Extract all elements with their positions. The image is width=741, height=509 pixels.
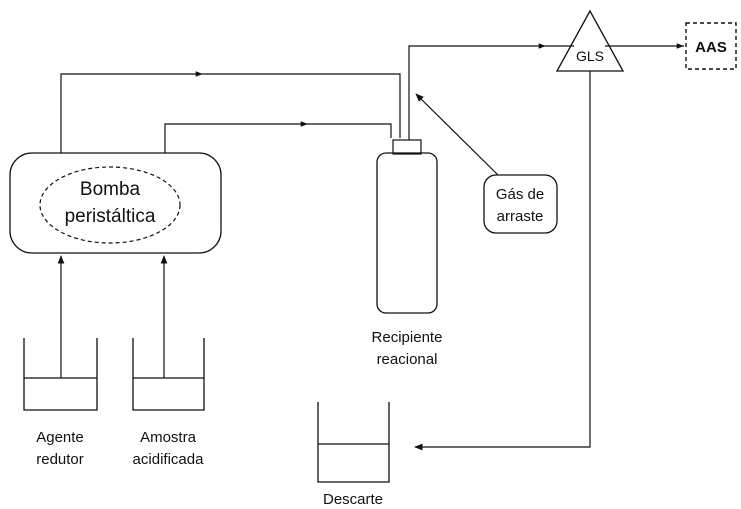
agent-label-line1: Agente	[36, 429, 84, 446]
carrier-label-line2: arraste	[497, 208, 544, 225]
reducing-agent-beaker: Agente redutor	[23, 255, 98, 468]
sample-label-line2: acidificada	[133, 451, 205, 468]
sample-label-line1: Amostra	[140, 429, 197, 446]
peristaltic-pump: Bomba peristáltica	[9, 152, 222, 254]
aas-label: AAS	[695, 39, 727, 56]
carrier-gas-box	[483, 174, 558, 234]
aas-detector: AAS	[685, 22, 737, 70]
gls-to-waste-line	[414, 71, 591, 451]
flow-arrow-gas-to-line	[415, 93, 499, 176]
outlet-line-agent	[60, 73, 401, 153]
agent-label-line2: redutor	[36, 451, 84, 468]
pump-label-line1: Bomba	[80, 179, 141, 200]
vessel-to-gls-line	[408, 43, 574, 140]
gls-label: GLS	[576, 48, 604, 64]
carrier-gas: Gás de arraste	[415, 93, 558, 234]
pump-label-line2: peristáltica	[65, 206, 156, 227]
gls-separator: GLS	[555, 9, 625, 72]
reaction-vessel: Recipiente reacional	[372, 139, 443, 368]
aas-box	[685, 22, 737, 70]
outlet-line-sample	[164, 123, 392, 153]
vessel-label-line1: Recipiente	[372, 329, 443, 346]
vessel-body	[376, 152, 438, 314]
acidified-sample-beaker: Amostra acidificada	[132, 255, 205, 468]
waste-beaker: Descarte	[317, 402, 390, 508]
carrier-label-line1: Gás de	[496, 186, 544, 203]
waste-label: Descarte	[323, 491, 383, 508]
pump-outlet-lines	[60, 71, 401, 153]
vessel-label-line2: reacional	[377, 351, 438, 368]
pump-rotor-ellipse	[39, 166, 181, 244]
vessel-cap	[392, 139, 422, 155]
